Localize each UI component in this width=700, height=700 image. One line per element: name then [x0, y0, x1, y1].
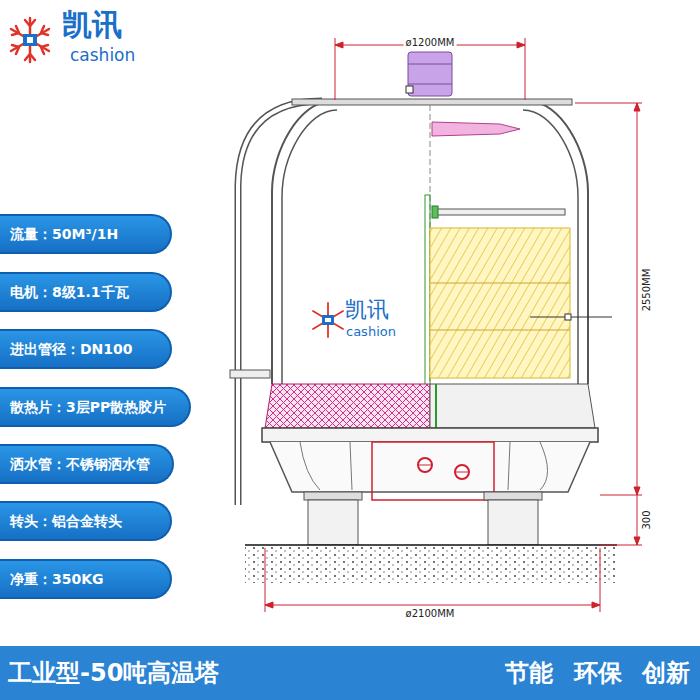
slogan: 节能 环保 创新: [505, 646, 690, 700]
spec-pill: 净重：350KG: [0, 559, 172, 599]
spec-pill: 进出管径：DN100: [0, 329, 172, 369]
spec-text: 散热片：3层PP散热胶片: [0, 389, 166, 425]
logo-text: 凯讯: [62, 8, 122, 41]
product-title: 工业型-50吨高温塔: [8, 646, 219, 700]
watermark-subtext: cashion: [346, 325, 396, 339]
dimension: 300: [641, 508, 652, 531]
dimension: 2550MM: [641, 267, 652, 314]
spec-text: 流量：50M³/1H: [0, 216, 118, 252]
spec-pill: 流量：50M³/1H: [0, 214, 172, 254]
spec-text: 转头：铝合金转头: [0, 503, 122, 539]
spec-text: 洒水管：不锈钢洒水管: [0, 446, 150, 482]
logo-subtext: cashion: [70, 46, 135, 65]
spec-text: 净重：350KG: [0, 561, 104, 597]
footer-band: 工业型-50吨高温塔 节能 环保 创新: [0, 646, 700, 700]
dimension: ø2100MM: [404, 608, 457, 619]
spec-text: 电机：8级1.1千瓦: [0, 274, 129, 310]
spec-pill: 散热片：3层PP散热胶片: [0, 387, 191, 427]
dimension: ø1200MM: [404, 37, 457, 48]
spec-text: 进出管径：DN100: [0, 331, 133, 367]
watermark-text: 凯讯: [345, 298, 389, 322]
spec-pill: 电机：8级1.1千瓦: [0, 272, 172, 312]
spec-pill: 洒水管：不锈钢洒水管: [0, 444, 174, 484]
spec-pill: 转头：铝合金转头: [0, 501, 172, 541]
